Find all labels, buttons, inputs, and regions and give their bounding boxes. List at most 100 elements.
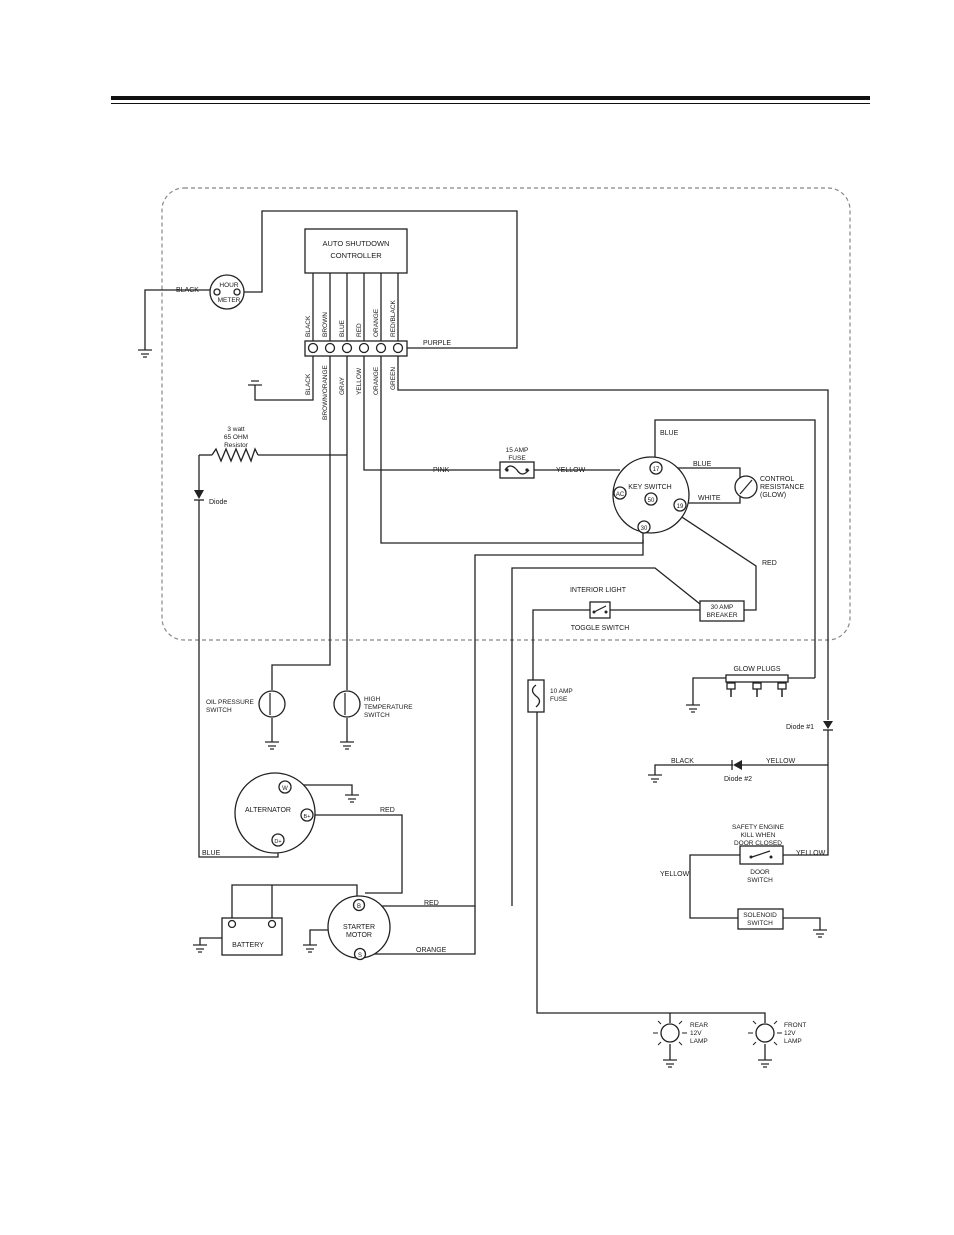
- hour-meter: [209, 274, 245, 310]
- terminal-screw: [324, 342, 336, 354]
- breaker-label-2: BREAKER: [706, 612, 737, 619]
- starter-label-1: STARTER: [343, 924, 375, 931]
- solenoid-label-1: SOLENOID: [743, 912, 777, 919]
- resistor-label-3: Resistor: [224, 442, 249, 449]
- rear-lamp-label-3: LAMP: [690, 1038, 708, 1045]
- ground-icon: [248, 380, 262, 386]
- temp-label-1: HIGH: [364, 696, 381, 703]
- terminal-screws: [307, 342, 404, 354]
- key-terminal-30-label: 30: [641, 526, 648, 532]
- breaker-label-1: 30 AMP: [711, 604, 734, 611]
- safety-label-1: SAFETY ENGINE: [732, 824, 785, 831]
- wire-label-red-key: RED: [762, 560, 777, 567]
- glow-plugs-label: GLOW PLUGS: [733, 666, 780, 673]
- wire-label-orange: ORANGE: [373, 308, 380, 337]
- starter-terminal-b-label: B: [357, 904, 361, 910]
- wire-label-yellow-left: YELLOW: [660, 871, 690, 878]
- safety-label-3: DOOR CLOSED: [734, 840, 782, 847]
- ground-icon: [138, 349, 152, 358]
- front-lamp-label-2: 12V: [784, 1030, 796, 1037]
- key-terminal-50-label: 50: [648, 498, 655, 504]
- alternator-terminal-b-plus: [300, 808, 314, 822]
- wire-label-red-alt: RED: [380, 807, 395, 814]
- front-lamp-label-3: LAMP: [784, 1038, 802, 1045]
- solenoid-label-2: SWITCH: [747, 920, 773, 927]
- resistor-label-1: 3 watt: [227, 426, 245, 433]
- starter-terminal-s: [353, 947, 367, 961]
- key-terminal-17-label: 17: [653, 467, 660, 473]
- fuse-10-label-1: 10 AMP: [550, 688, 573, 695]
- upper-wire-labels: BLACK BROWN BLUE RED ORANGE RED/BLACK: [305, 299, 397, 337]
- alternator-terminal-w-label: W: [282, 786, 288, 792]
- diode-1-icon: [823, 721, 833, 731]
- breaker-30-amp: [699, 600, 745, 622]
- wires: [144, 210, 829, 1060]
- controller-label-2: CONTROLLER: [330, 251, 382, 260]
- oil-pressure-switch: [258, 690, 286, 718]
- temp-label-2: TEMPERATURE: [364, 704, 413, 711]
- wire-label-yellow-fuse: YELLOW: [556, 467, 586, 474]
- fuse-10-amp-symbol: [531, 684, 541, 708]
- key-terminal-19: [673, 498, 687, 512]
- glow-plug-icon: [752, 682, 762, 697]
- resistor-label-2: 65 OHM: [224, 434, 248, 441]
- ground-icon: [303, 944, 317, 953]
- terminal-screw: [341, 342, 353, 354]
- front-lamp-label-1: FRONT: [784, 1022, 806, 1029]
- header-rule-thin: [111, 103, 870, 104]
- key-terminal-50: [644, 492, 658, 506]
- fuse-15-label-1: 15 AMP: [506, 447, 529, 454]
- wire-label-yellow-safety: YELLOW: [796, 850, 826, 857]
- wire-label-green: GREEN: [390, 367, 397, 390]
- wire-label-gray: GRAY: [339, 376, 346, 395]
- ground-symbols: [138, 349, 827, 1068]
- battery-terminal: [267, 919, 277, 929]
- controller-label-1: AUTO SHUTDOWN: [323, 239, 390, 248]
- hour-meter-terminal: [213, 288, 221, 296]
- key-terminal-19-label: 19: [677, 504, 684, 510]
- diode-1-label: Diode #1: [786, 724, 814, 731]
- fuse-15-label-2: FUSE: [508, 455, 526, 462]
- header-rule-thick: [111, 96, 870, 100]
- resistor-symbol: [211, 447, 259, 463]
- hour-meter-terminal: [233, 288, 241, 296]
- control-label-1: CONTROL: [760, 476, 794, 483]
- key-terminal-ac: [613, 486, 627, 500]
- wire-label-pink: PINK: [433, 467, 450, 474]
- wire-label-white: WHITE: [698, 495, 721, 502]
- ground-icon: [686, 704, 700, 713]
- door-switch-label-2: SWITCH: [747, 877, 773, 884]
- diode-2-label: Diode #2: [724, 776, 752, 783]
- ground-icon: [663, 1059, 677, 1068]
- ground-icon: [813, 929, 827, 938]
- high-temperature-switch: [333, 690, 361, 718]
- diode-2-icon: [731, 760, 742, 770]
- ground-icon: [345, 794, 359, 803]
- ground-icon: [648, 774, 662, 783]
- wire-label-red-starter: RED: [424, 900, 439, 907]
- wire-label-blue: BLUE: [339, 319, 346, 337]
- door-switch-label-1: DOOR: [750, 869, 770, 876]
- ground-icon: [758, 1059, 772, 1068]
- control-label-3: (GLOW): [760, 492, 786, 499]
- alternator-terminal-d-plus-label: D+: [274, 839, 281, 845]
- alternator-terminal-d-plus: [271, 833, 285, 847]
- solenoid-switch: [737, 908, 784, 930]
- key-terminal-17: [649, 461, 663, 475]
- wire-label-brown-orange: BROWN/ORANGE: [322, 364, 329, 420]
- interior-light-label: INTERIOR LIGHT: [570, 587, 627, 594]
- wire-label-black-d2: BLACK: [671, 758, 694, 765]
- wire-label-orange-starter: ORANGE: [416, 947, 447, 954]
- rear-lamp-label-2: 12V: [690, 1030, 702, 1037]
- terminal-screw: [307, 342, 319, 354]
- toggle-switch-label: TOGGLE SWITCH: [571, 625, 630, 632]
- diode-left-icon: [194, 490, 204, 501]
- glow-plug-bus: [725, 674, 789, 683]
- alternator: [234, 772, 316, 854]
- hour-meter-label-1: HOUR: [219, 282, 238, 289]
- fuse-10-label-2: FUSE: [550, 696, 568, 703]
- oil-pressure-label-2: SWITCH: [206, 707, 232, 714]
- wire-label-brown: BROWN: [322, 312, 329, 337]
- wire-label-yellow-d2: YELLOW: [766, 758, 796, 765]
